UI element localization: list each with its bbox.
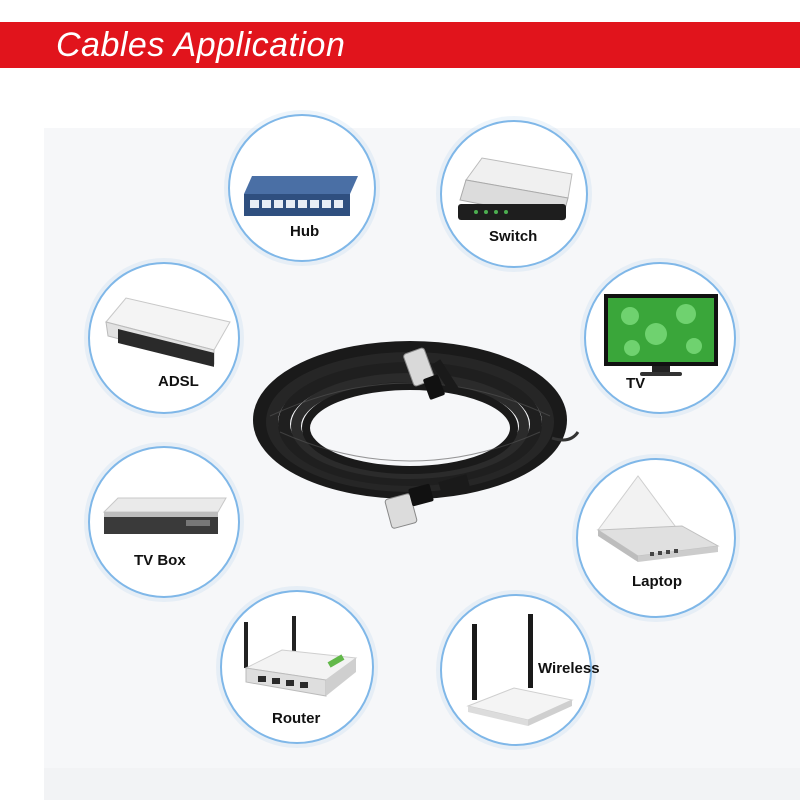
bottom-strip — [44, 768, 800, 800]
wireless-router-icon — [466, 614, 574, 726]
device-circle-laptop — [576, 458, 736, 618]
device-label-laptop: Laptop — [632, 573, 682, 590]
page-title: Cables Application — [56, 26, 346, 64]
device-circle-router — [220, 590, 374, 744]
header-banner: Cables Application — [0, 22, 800, 68]
switch-icon — [458, 157, 573, 221]
set-top-box-icon — [102, 497, 227, 534]
device-circle-switch — [440, 120, 588, 268]
device-label-router: Router — [272, 710, 321, 727]
tv-icon — [604, 294, 718, 376]
flat-cable-image — [253, 341, 580, 529]
device-circle-tv — [584, 262, 736, 414]
device-circle-wireless — [440, 594, 592, 746]
adsl-modem-icon — [105, 297, 231, 367]
hub-icon — [244, 176, 358, 216]
device-label-tvbox: TV Box — [134, 552, 186, 569]
device-circle-tvbox — [88, 446, 240, 598]
device-circle-adsl — [88, 262, 240, 414]
device-label-switch: Switch — [489, 228, 538, 245]
device-label-wireless: Wireless — [538, 660, 600, 677]
device-label-tv: TV — [626, 375, 646, 392]
laptop-icon — [596, 475, 720, 562]
router-icon — [244, 616, 358, 697]
device-label-hub: Hub — [290, 223, 320, 240]
device-label-adsl: ADSL — [158, 373, 199, 390]
device-circle-hub — [228, 114, 376, 262]
